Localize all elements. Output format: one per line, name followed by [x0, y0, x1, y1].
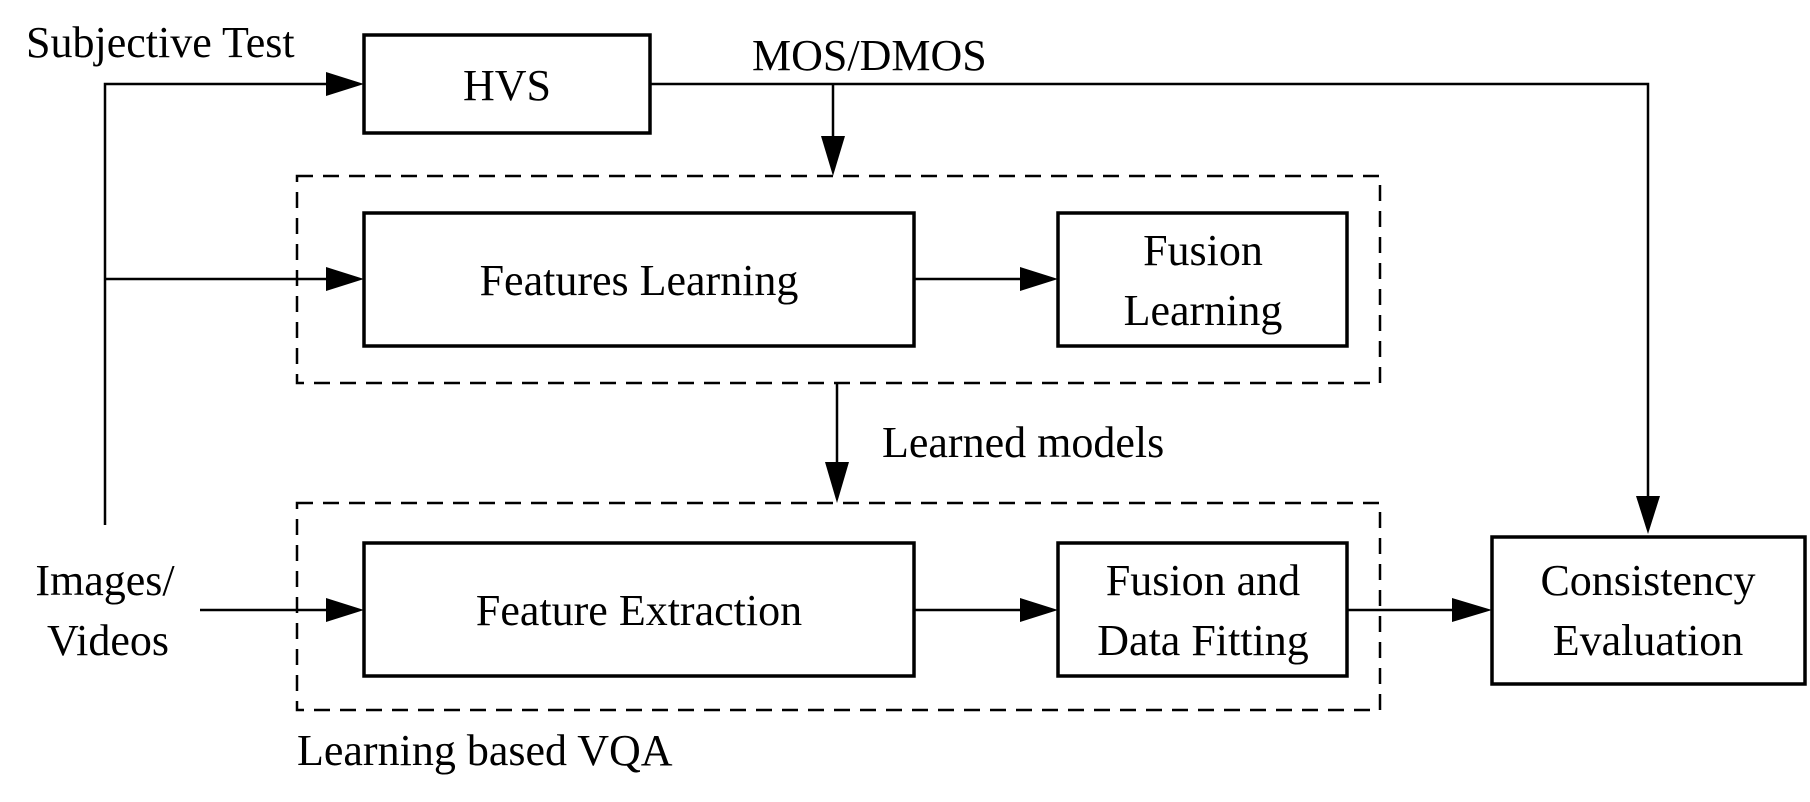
arrowhead-to-hvs [326, 72, 364, 96]
arrowhead-to-fusion-learning [1020, 267, 1058, 291]
arrowhead-to-feature-extraction [326, 598, 364, 622]
arrowhead-to-training-group [821, 136, 845, 176]
vqa-group-frame [295, 501, 1382, 712]
images-videos-label-line2: Videos [47, 616, 169, 665]
arrowhead-to-fusion-fitting [1020, 598, 1058, 622]
subjective-test-label: Subjective Test [26, 18, 295, 67]
arrowhead-to-consistency-side [1452, 598, 1492, 622]
consistency-label-line1: Consistency [1540, 556, 1755, 605]
images-videos-label-line1: Images/ [35, 556, 175, 605]
fusion-fitting-label-line2: Data Fitting [1097, 616, 1308, 665]
fusion-learning-label-line2: Learning [1124, 286, 1283, 335]
learning-based-vqa-caption: Learning based VQA [297, 726, 673, 775]
arrowhead-to-consistency-top [1636, 496, 1660, 534]
arrowheads [326, 72, 1660, 622]
hvs-box [362, 33, 652, 135]
fusion-fitting-label-line1: Fusion and [1106, 556, 1300, 605]
consistency-evaluation-box [1490, 535, 1807, 686]
fusion-learning-label-line1: Fusion [1143, 226, 1263, 275]
arrowhead-to-vqa-group [825, 462, 849, 503]
feature-extraction-label: Feature Extraction [476, 586, 802, 635]
arrowhead-to-features-learning [326, 267, 364, 291]
hvs-label: HVS [463, 61, 551, 110]
hvs-to-consistency-line [650, 82, 1650, 512]
connectors [103, 82, 1650, 612]
mos-dmos-label: MOS/DMOS [752, 31, 987, 80]
learned-models-label: Learned models [882, 418, 1164, 467]
input-trunk-line [103, 82, 330, 525]
feature-extraction-box [362, 541, 916, 678]
fusion-fitting-box [1056, 541, 1349, 678]
consistency-label-line2: Evaluation [1553, 616, 1744, 665]
features-learning-label: Features Learning [480, 256, 799, 305]
fusion-learning-box [1056, 211, 1349, 348]
features-learning-box [362, 211, 916, 348]
